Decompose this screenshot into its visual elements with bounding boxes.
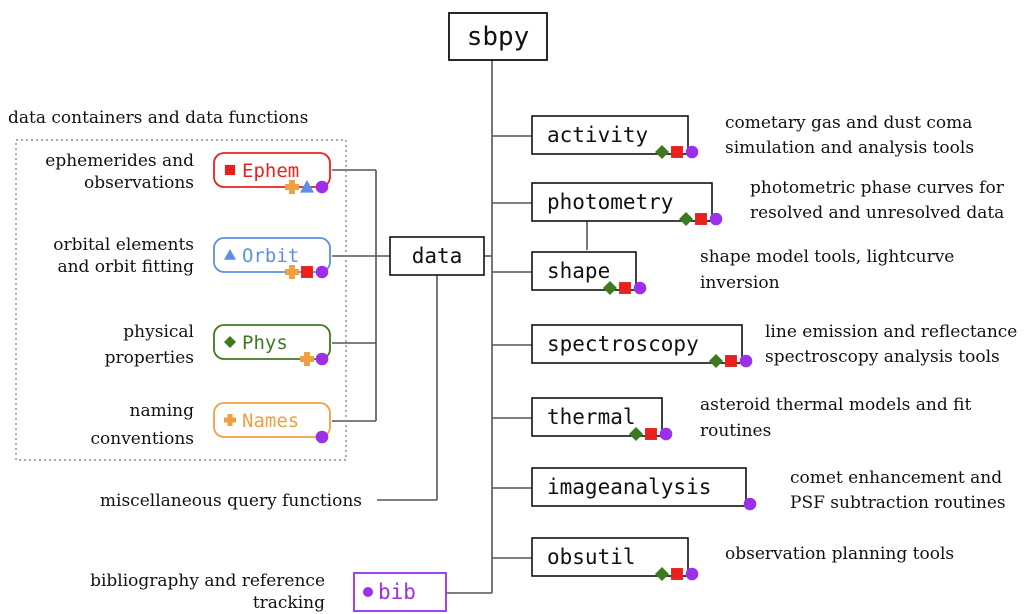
module-desc-shape-1: shape model tools, lightcurve: [700, 247, 954, 267]
module-desc-obsutil-1: observation planning tools: [725, 544, 954, 564]
root-label: sbpy: [467, 22, 530, 52]
circle-icon: [709, 212, 723, 226]
container-desc-ephem-2: observations: [84, 173, 194, 193]
bib-desc-line-2: tracking: [253, 593, 325, 613]
data-hub-label: data: [412, 244, 463, 268]
square-icon: [671, 146, 683, 158]
square-icon: [725, 355, 737, 367]
module-label-obsutil: obsutil: [547, 545, 636, 569]
misc-query-desc: miscellaneous query functions: [100, 491, 362, 511]
square-icon: [301, 266, 313, 278]
circle-icon: [685, 567, 699, 581]
container-desc-phys-1: physical: [123, 322, 194, 342]
module-box-activity[interactable]: activity: [531, 115, 699, 159]
container-desc-ephem-1: ephemerides and: [45, 151, 194, 171]
square-icon: [645, 428, 657, 440]
module-desc-photometry-1: photometric phase curves for: [750, 178, 1005, 198]
diamond-icon: [655, 145, 669, 159]
containers-frame: [15, 139, 347, 461]
bib-desc-line-1: bibliography and reference: [90, 571, 325, 591]
container-box-orbit[interactable]: Orbit: [213, 237, 331, 279]
diamond-icon: [603, 281, 617, 295]
module-desc-activity-2: simulation and analysis tools: [725, 138, 974, 158]
circle-icon: [739, 354, 753, 368]
diamond-icon: [655, 567, 669, 581]
bib-box[interactable]: bib: [353, 572, 447, 612]
module-box-spectroscopy[interactable]: spectroscopy: [531, 324, 753, 368]
plus-icon: [300, 352, 314, 366]
container-label-ephem: Ephem: [242, 160, 299, 182]
diamond-icon: [709, 354, 723, 368]
connector-lines: [332, 60, 588, 594]
module-box-photometry[interactable]: photometry: [531, 182, 723, 226]
module-desc-spectroscopy-1: line emission and reflectance: [765, 322, 1017, 342]
circle-icon: [743, 497, 757, 511]
plus-icon: [224, 414, 236, 426]
plus-icon: [285, 265, 299, 279]
diamond-icon: [224, 336, 236, 348]
square-icon: [224, 164, 236, 176]
module-box-obsutil[interactable]: obsutil: [531, 537, 699, 581]
circle-icon: [315, 430, 329, 444]
module-desc-thermal-2: routines: [700, 421, 771, 441]
root-box[interactable]: sbpy: [448, 12, 548, 61]
module-label-spectroscopy: spectroscopy: [547, 332, 699, 356]
circle-icon: [633, 281, 647, 295]
module-desc-shape-2: inversion: [700, 273, 780, 293]
module-desc-photometry-2: resolved and unresolved data: [750, 203, 1004, 223]
container-box-ephem[interactable]: Ephem: [213, 152, 331, 194]
module-desc-imageanalysis-2: PSF subtraction routines: [790, 493, 1006, 513]
triangle-icon: [224, 249, 236, 260]
module-box-shape[interactable]: shape: [531, 251, 647, 295]
diamond-icon: [679, 212, 693, 226]
module-label-shape: shape: [547, 259, 610, 283]
container-desc-phys-2: properties: [105, 348, 194, 368]
module-desc-thermal-1: asteroid thermal models and fit: [700, 395, 971, 415]
plus-icon: [285, 180, 299, 194]
triangle-icon: [300, 180, 314, 193]
diamond-icon: [629, 427, 643, 441]
container-label-orbit: Orbit: [242, 245, 299, 267]
container-desc-names-2: conventions: [91, 429, 195, 449]
module-label-imageanalysis: imageanalysis: [547, 475, 711, 499]
square-icon: [671, 568, 683, 580]
square-icon: [695, 213, 707, 225]
module-desc-spectroscopy-2: spectroscopy analysis tools: [765, 347, 1000, 367]
bib-label: bib: [378, 580, 416, 604]
container-label-names: Names: [242, 410, 299, 432]
module-label-thermal: thermal: [547, 405, 636, 429]
module-boxes: activity cometary gas and dust coma simula…: [531, 113, 1017, 581]
module-box-thermal[interactable]: thermal: [531, 397, 673, 441]
container-desc-orbit-2: and orbit fitting: [57, 257, 194, 277]
container-label-phys: Phys: [242, 332, 288, 354]
module-box-imageanalysis[interactable]: imageanalysis: [531, 467, 757, 511]
circle-icon: [315, 265, 329, 279]
module-desc-activity-1: cometary gas and dust coma: [725, 113, 972, 133]
container-desc-names-1: naming: [130, 401, 195, 421]
container-desc-orbit-1: orbital elements: [53, 235, 194, 255]
data-hub-box[interactable]: data: [389, 236, 485, 276]
containers-title: data containers and data functions: [8, 108, 308, 128]
circle-icon: [685, 145, 699, 159]
circle-icon: [659, 427, 673, 441]
module-label-activity: activity: [547, 123, 648, 147]
container-box-phys[interactable]: Phys: [213, 324, 331, 366]
container-box-names[interactable]: Names: [213, 402, 331, 444]
circle-icon: [315, 180, 329, 194]
circle-icon: [363, 587, 373, 597]
circle-icon: [315, 352, 329, 366]
square-icon: [619, 282, 631, 294]
module-label-photometry: photometry: [547, 190, 673, 214]
module-desc-imageanalysis-1: comet enhancement and: [790, 468, 1002, 488]
